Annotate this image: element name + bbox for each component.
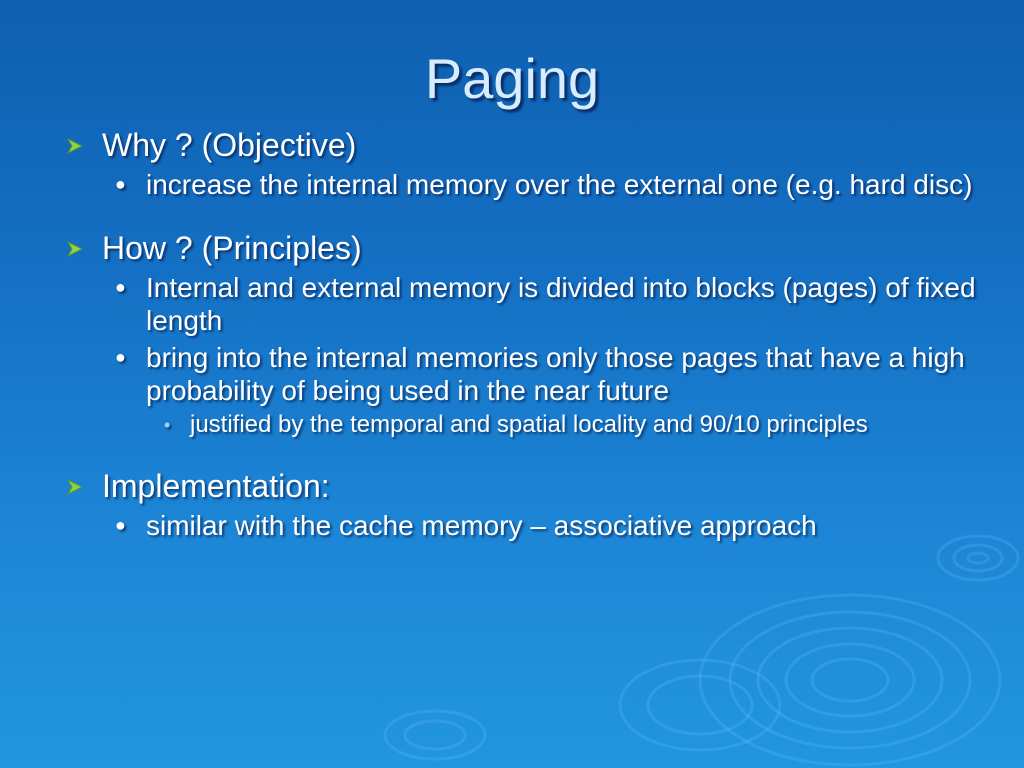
bullet-text: increase the internal memory over the ex… — [146, 169, 973, 200]
bullet-why: Why ? (Objective) — [60, 126, 980, 164]
slide-title: Paging — [424, 47, 600, 110]
arrowhead-bullet-icon — [66, 478, 84, 496]
bullet-heading: How ? (Principles) — [102, 230, 362, 266]
round-bullet-icon: ● — [115, 174, 126, 194]
bullet-implementation: Implementation: — [60, 467, 980, 505]
sub-bullet-cache-memory: ● similar with the cache memory – associ… — [60, 509, 980, 542]
bullet-how: How ? (Principles) — [60, 229, 980, 267]
bullet-heading: Why ? (Objective) — [102, 127, 357, 163]
bullet-text: similar with the cache memory – associat… — [146, 510, 817, 541]
arrowhead-bullet-icon — [66, 240, 84, 258]
round-bullet-icon: ● — [115, 277, 126, 297]
arrowhead-bullet-icon — [66, 137, 84, 155]
slide-body: Why ? (Objective) ● increase the interna… — [60, 126, 980, 546]
bullet-text: justified by the temporal and spatial lo… — [190, 411, 868, 438]
bullet-text: Internal and external memory is divided … — [146, 272, 976, 336]
sub-bullet-bring-pages: ● bring into the internal memories only … — [60, 341, 980, 407]
round-bullet-icon: ● — [115, 515, 126, 535]
round-bullet-icon: ● — [115, 347, 126, 367]
sub-bullet-divided-blocks: ● Internal and external memory is divide… — [60, 271, 980, 337]
small-dot-bullet-icon: • — [164, 415, 171, 435]
bullet-heading: Implementation: — [102, 468, 330, 504]
sub-sub-bullet-locality: • justified by the temporal and spatial … — [60, 411, 980, 439]
sub-bullet-increase-memory: ● increase the internal memory over the … — [60, 168, 980, 201]
bullet-text: bring into the internal memories only th… — [146, 342, 965, 406]
